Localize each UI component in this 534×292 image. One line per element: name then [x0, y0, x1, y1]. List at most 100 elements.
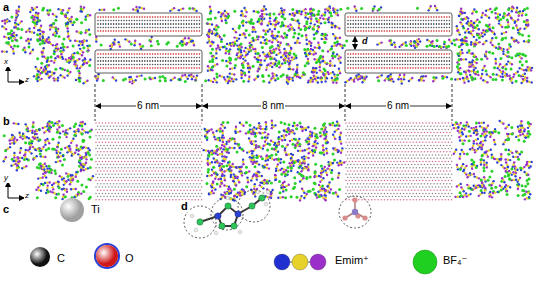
cation-bead	[419, 40, 421, 42]
cation-bead	[215, 48, 217, 50]
cation-bead	[30, 9, 32, 11]
cation-bead	[521, 12, 523, 14]
anion-bead	[521, 63, 524, 66]
cation-bead	[484, 55, 486, 57]
cation-bead	[318, 19, 320, 21]
cation-bead	[262, 36, 264, 38]
cation-bead	[233, 73, 235, 75]
cation-bead	[271, 41, 273, 43]
anion-bead	[476, 33, 479, 36]
cation-bead	[48, 39, 50, 41]
cation-bead	[298, 24, 300, 26]
cation-bead	[320, 81, 322, 83]
cation-bead	[56, 43, 58, 45]
cation-bead	[284, 57, 286, 59]
anion-bead	[277, 30, 280, 33]
cation-bead	[57, 8, 59, 10]
cation-bead	[287, 82, 289, 84]
cation-bead	[275, 47, 277, 49]
cation-bead	[319, 69, 321, 71]
cation-bead	[482, 79, 484, 81]
cation-bead	[505, 31, 507, 33]
cation-bead	[209, 45, 211, 47]
anion-bead	[242, 80, 245, 83]
cation-bead	[353, 80, 355, 82]
cation-bead	[310, 20, 312, 22]
cation-bead	[494, 12, 496, 14]
cation-bead	[29, 52, 31, 54]
cation-bead	[27, 38, 29, 40]
cation-bead	[305, 39, 307, 41]
cation-bead	[64, 15, 66, 17]
cation-bead	[275, 59, 277, 61]
cation-bead	[252, 26, 254, 28]
cation-bead	[357, 78, 359, 80]
cation-bead	[38, 29, 40, 31]
cation-bead	[50, 60, 52, 62]
cation-bead	[140, 47, 142, 49]
cation-bead	[522, 10, 524, 12]
anion-bead	[470, 76, 473, 79]
cation-bead	[355, 10, 357, 12]
anion-bead	[88, 33, 91, 36]
cation-bead	[520, 57, 522, 59]
cation-bead	[48, 64, 50, 66]
cation-bead	[521, 14, 523, 16]
cation-bead	[467, 28, 469, 30]
cation-bead	[47, 74, 49, 76]
anion-bead	[336, 40, 339, 43]
cation-bead	[470, 43, 472, 45]
anion-bead	[478, 36, 481, 39]
anion-bead	[130, 43, 133, 46]
cation-bead	[430, 5, 432, 7]
anion-bead	[304, 64, 307, 67]
cation-bead	[310, 22, 312, 24]
cation-bead	[76, 40, 78, 42]
cation-bead	[274, 26, 276, 28]
cation-bead	[319, 17, 321, 19]
anion-bead	[234, 58, 237, 61]
anion-bead	[308, 25, 311, 28]
cation-bead	[229, 62, 231, 64]
cation-bead	[509, 78, 511, 80]
anion-bead	[40, 62, 43, 65]
cation-bead	[64, 69, 66, 71]
cation-bead	[400, 78, 402, 80]
cation-bead	[231, 78, 233, 80]
cation-bead	[29, 11, 31, 13]
anion-bead	[277, 60, 280, 63]
cation-bead	[394, 46, 396, 48]
cation-bead	[499, 14, 501, 16]
cation-bead	[313, 71, 315, 73]
cation-bead	[233, 78, 235, 80]
anion-bead	[61, 68, 64, 71]
cation-bead	[326, 63, 328, 65]
cation-bead	[525, 69, 527, 71]
anion-bead	[330, 48, 333, 51]
cation-bead	[518, 15, 520, 17]
cation-bead	[319, 66, 321, 68]
cation-bead	[253, 10, 255, 12]
cation-bead	[315, 76, 317, 78]
cation-bead	[78, 31, 80, 33]
cation-bead	[12, 48, 14, 50]
cation-bead	[33, 27, 35, 29]
cation-bead	[248, 71, 250, 73]
anion-bead	[209, 52, 212, 55]
cation-bead	[465, 58, 467, 60]
cation-bead	[468, 63, 470, 65]
cation-bead	[259, 61, 261, 63]
cation-bead	[244, 36, 246, 38]
anion-bead	[267, 74, 270, 77]
cation-bead	[131, 78, 133, 80]
cation-bead	[394, 44, 396, 46]
cation-bead	[238, 46, 240, 48]
cation-bead	[173, 7, 175, 9]
cation-bead	[299, 42, 301, 44]
cation-bead	[39, 33, 41, 35]
cation-bead	[327, 50, 329, 52]
anion-bead	[443, 41, 446, 44]
anion-bead	[13, 45, 16, 48]
cation-bead	[296, 11, 298, 13]
cation-bead	[254, 31, 256, 33]
